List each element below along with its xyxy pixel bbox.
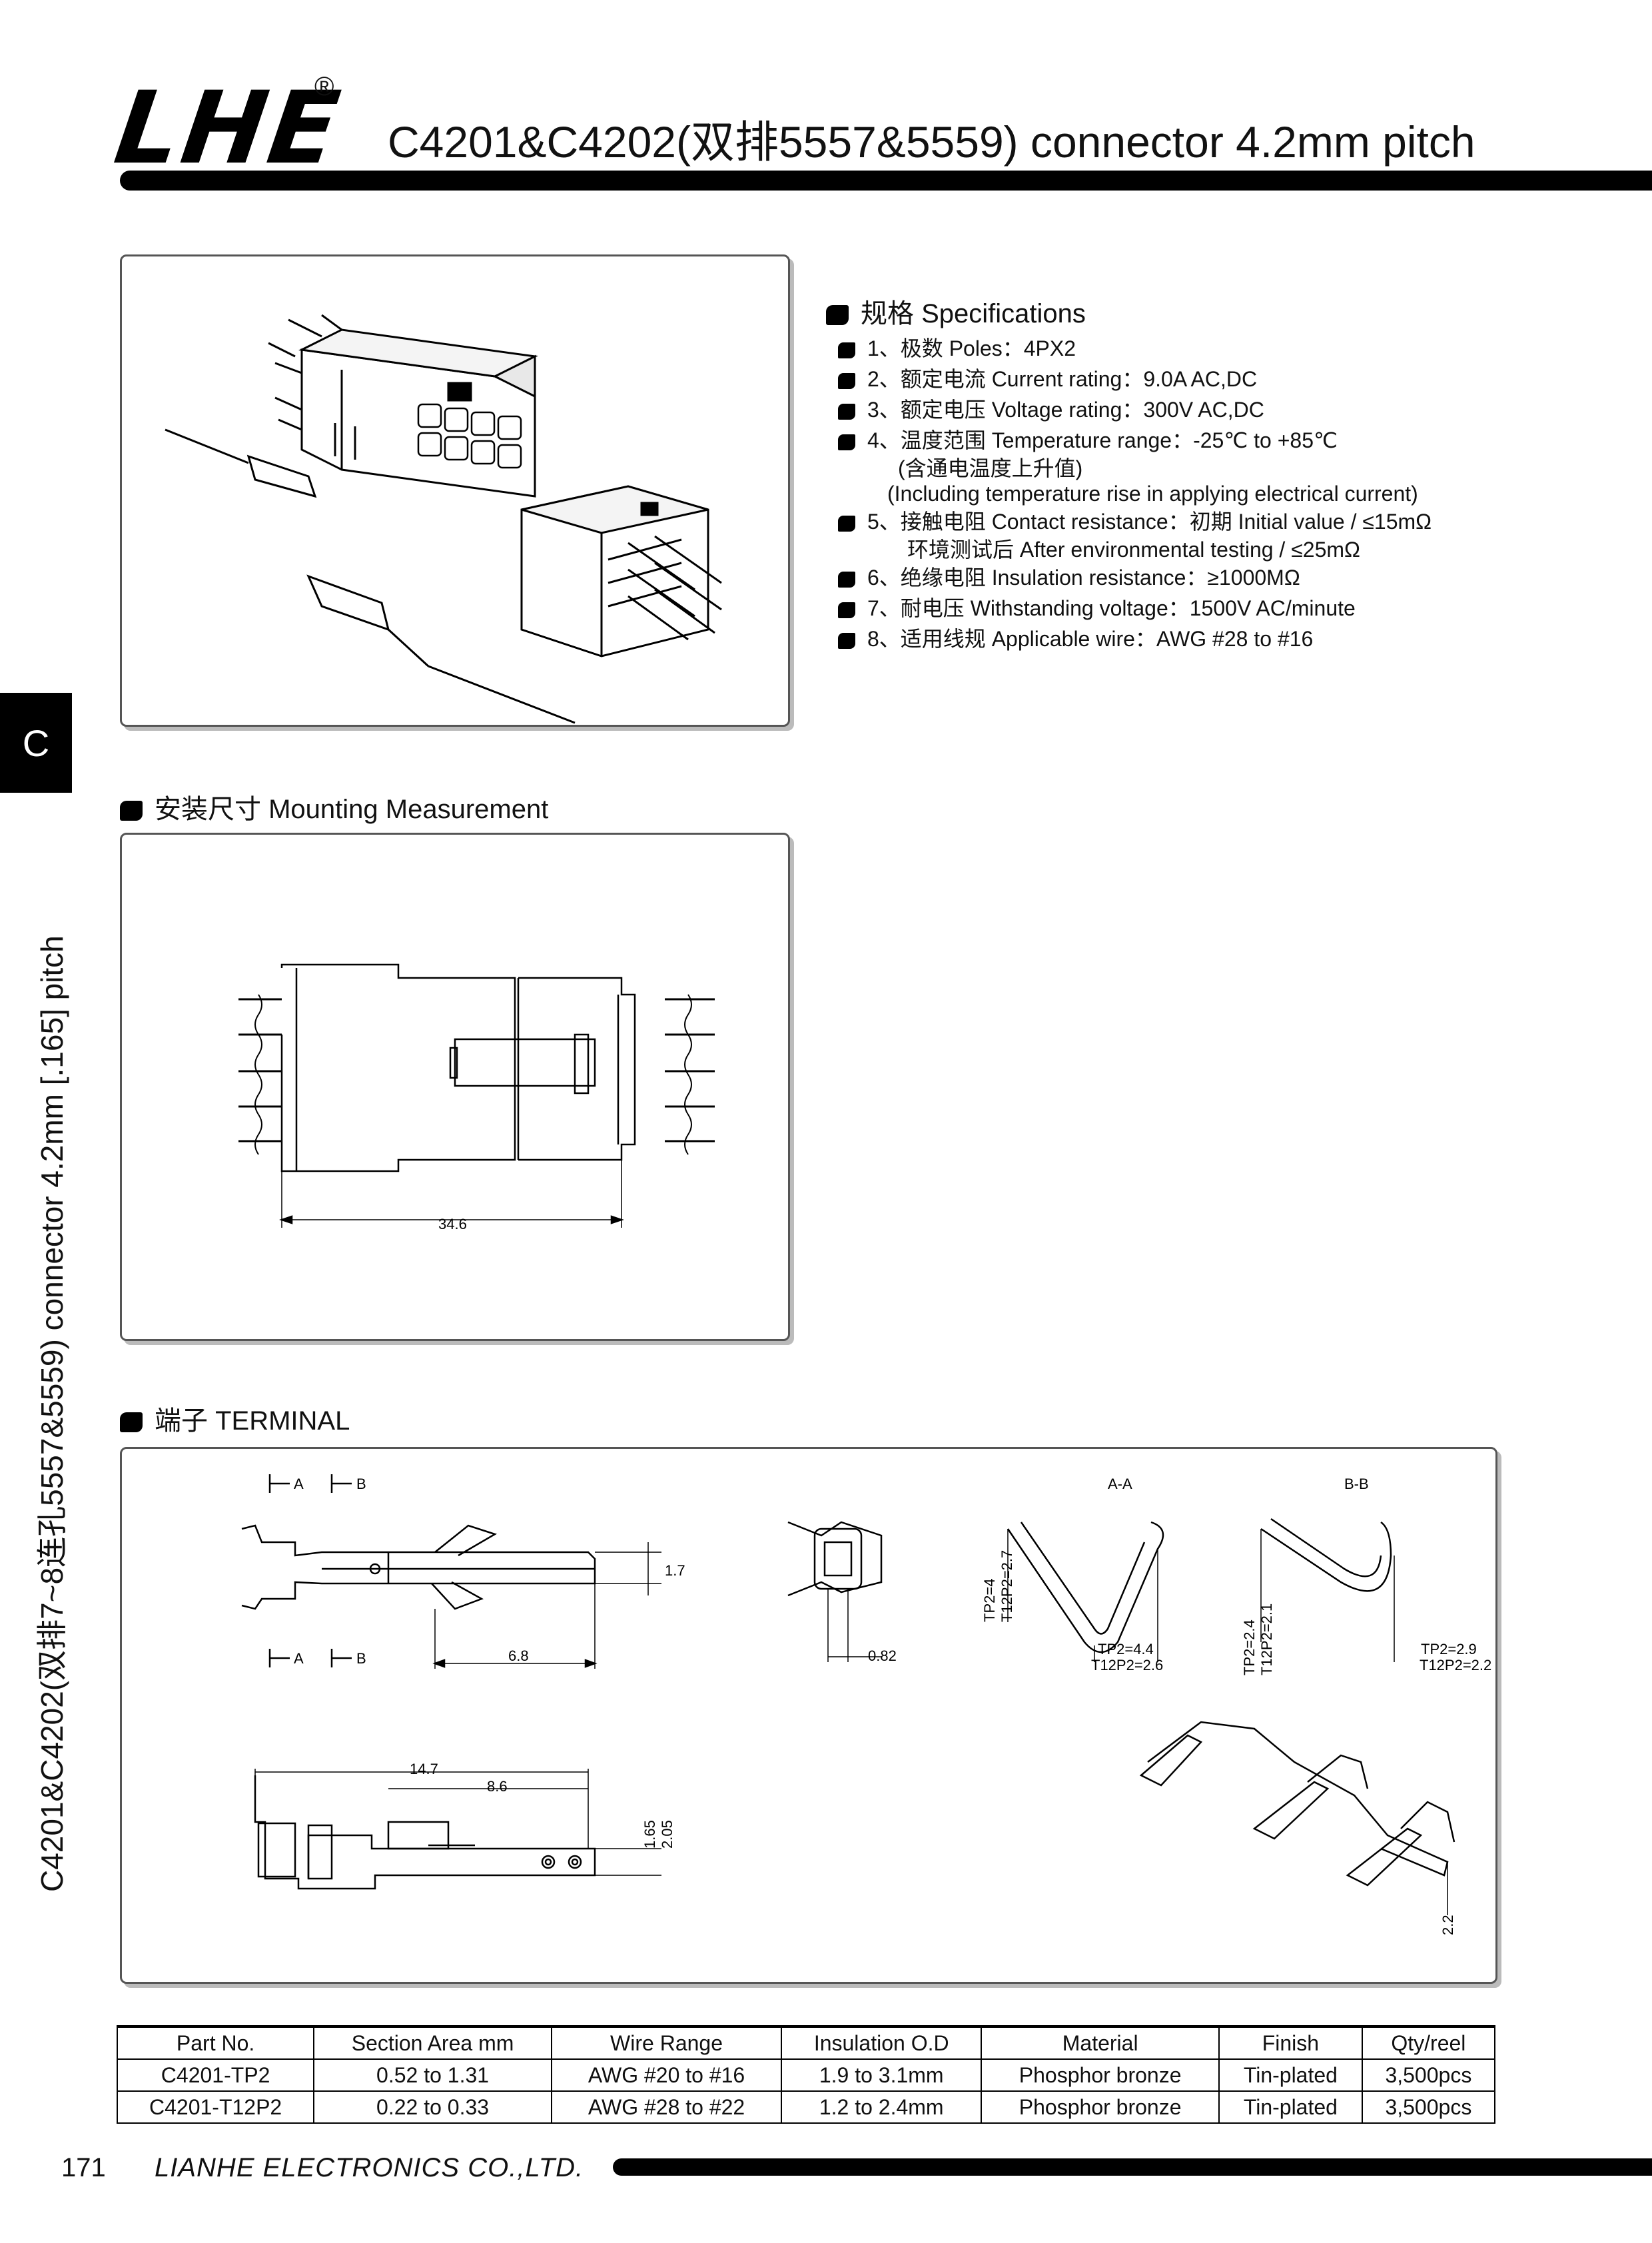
column-header: Insulation O.D — [781, 2025, 983, 2060]
product-image-box — [120, 254, 790, 727]
terminal-drawing-box: A B A B 6.8 1.7 0.82 A-A B-B TP2=4 T12P2… — [120, 1447, 1497, 1984]
table-row: C4201-TP2 0.52 to 1.31 AWG #20 to #16 1.… — [116, 2058, 1496, 2092]
table-cell: C4201-T12P2 — [116, 2090, 315, 2124]
table-row: C4201-T12P2 0.22 to 0.33 AWG #28 to #22 … — [116, 2090, 1496, 2124]
spec-item: 1、极数 Poles：4PX2 — [838, 333, 1432, 364]
column-header: Material — [981, 2025, 1220, 2060]
dim-t12p2-2-2: T12P2=2.2 — [1420, 1657, 1491, 1673]
dim-1-65: 1.65 — [641, 1820, 658, 1849]
section-a-label: A — [294, 1476, 304, 1492]
header-rule — [120, 171, 1652, 191]
dim-tp2-4-4: TP2=4.4 — [1098, 1641, 1154, 1657]
bullet-icon — [838, 403, 855, 420]
dim-0-82: 0.82 — [868, 1647, 897, 1664]
mounting-drawing-box: 34.6 — [120, 833, 790, 1341]
spec-item: 8、适用线规 Applicable wire：AWG #28 to #16 — [838, 624, 1432, 654]
vertical-section-title: C4201&C4202(双排7~8连孔5557&5559) connector … — [35, 935, 69, 1892]
dim-t12p2-2-7: T12P2=2.7 — [999, 1550, 1015, 1622]
terminal-drawing: A B A B 6.8 1.7 0.82 A-A B-B TP2=4 T12P2… — [241, 1474, 1491, 1935]
dim-tp2-2-9: TP2=2.9 — [1421, 1641, 1477, 1657]
spec-item: 3、额定电压 Voltage rating：300V AC,DC — [838, 394, 1432, 425]
mounting-drawing: 34.6 — [238, 963, 715, 1232]
spec-item-note: 环境测试后 After environmental testing / ≤25m… — [907, 538, 1360, 562]
table-cell: AWG #20 to #16 — [550, 2058, 783, 2092]
dim-tp2-2-4: TP2=2.4 — [1241, 1619, 1258, 1675]
company-name: LIANHE ELECTRONICS CO.,LTD. — [155, 2153, 584, 2182]
dim-2-2: 2.2 — [1440, 1915, 1456, 1935]
table-cell: 0.52 to 1.31 — [313, 2058, 552, 2092]
table-cell: C4201-TP2 — [116, 2058, 315, 2092]
bullet-icon — [120, 801, 143, 821]
bullet-icon — [838, 515, 855, 532]
bullet-icon — [838, 342, 855, 358]
dim-6-8: 6.8 — [508, 1647, 529, 1664]
section-b-label: B — [356, 1476, 366, 1492]
page-title: C4201&C4202(双排5557&5559) connector 4.2mm… — [388, 117, 1475, 167]
spec-item-note: (含通电温度上升值) — [898, 456, 1083, 480]
dim-length: 34.6 — [438, 1216, 467, 1232]
table-cell: AWG #28 to #22 — [550, 2090, 783, 2124]
dim-8-6: 8.6 — [487, 1778, 508, 1795]
section-aa-title: A-A — [1108, 1476, 1132, 1492]
bullet-icon — [826, 305, 849, 326]
table-cell: Phosphor bronze — [981, 2058, 1220, 2092]
specs-list: 1、极数 Poles：4PX2 2、额定电流 Current rating：9.… — [838, 333, 1432, 654]
bullet-icon — [838, 602, 855, 618]
brand-logo: LHE — [108, 71, 348, 187]
bullet-icon — [838, 372, 855, 389]
table-cell: Tin-plated — [1218, 2090, 1363, 2124]
dim-2-05: 2.05 — [659, 1820, 675, 1849]
table-cell: 0.22 to 0.33 — [313, 2090, 552, 2124]
mounting-heading: 安装尺寸 Mounting Measurement — [120, 787, 548, 826]
connector-illustration — [165, 314, 722, 724]
column-header: Finish — [1218, 2025, 1363, 2060]
column-header: Qty/reel — [1361, 2025, 1496, 2060]
table-cell: Phosphor bronze — [981, 2090, 1220, 2124]
footer-rule — [613, 2158, 1652, 2176]
column-header: Section Area mm — [313, 2025, 552, 2060]
spec-item: 2、额定电流 Current rating：9.0A AC,DC — [838, 364, 1432, 394]
terminal-heading: 端子 TERMINAL — [120, 1399, 350, 1438]
section-b-label: B — [356, 1650, 366, 1667]
dim-14-7: 14.7 — [410, 1761, 438, 1777]
page-number: 171 — [61, 2153, 106, 2182]
parts-table: Part No. Section Area mm Wire Range Insu… — [116, 2025, 1496, 2124]
table-cell: Tin-plated — [1218, 2058, 1363, 2092]
spec-item: 4、温度范围 Temperature range：-25℃ to +85℃ — [838, 425, 1432, 456]
table-header-row: Part No. Section Area mm Wire Range Insu… — [116, 2025, 1496, 2060]
dim-1-7: 1.7 — [665, 1562, 685, 1579]
column-header: Wire Range — [550, 2025, 783, 2060]
section-bb-title: B-B — [1344, 1476, 1369, 1492]
table-cell: 3,500pcs — [1361, 2090, 1496, 2124]
dim-tp2-4: TP2=4 — [981, 1579, 998, 1622]
dim-t12p2-2-6: T12P2=2.6 — [1091, 1657, 1163, 1673]
section-tab[interactable]: C — [0, 693, 72, 793]
bullet-icon — [838, 571, 855, 588]
dim-t12p2-2-1: T12P2=2.1 — [1258, 1603, 1275, 1675]
bullet-icon — [838, 434, 855, 450]
spec-item: 6、绝缘电阻 Insulation resistance：≥1000MΩ — [838, 562, 1432, 593]
spec-item: 5、接触电阻 Contact resistance：初期 Initial val… — [838, 506, 1432, 537]
table-cell: 3,500pcs — [1361, 2058, 1496, 2092]
spec-item-note: (Including temperature rise in applying … — [887, 482, 1418, 506]
table-cell: 1.9 to 3.1mm — [781, 2058, 983, 2092]
bullet-icon — [838, 632, 855, 649]
column-header: Part No. — [116, 2025, 315, 2060]
specs-heading: 规格 Specifications — [826, 292, 1086, 330]
bullet-icon — [120, 1412, 143, 1433]
table-cell: 1.2 to 2.4mm — [781, 2090, 983, 2124]
section-a-label: A — [294, 1650, 304, 1667]
spec-item: 7、耐电压 Withstanding voltage：1500V AC/minu… — [838, 593, 1432, 624]
registered-mark: ® — [314, 72, 334, 101]
